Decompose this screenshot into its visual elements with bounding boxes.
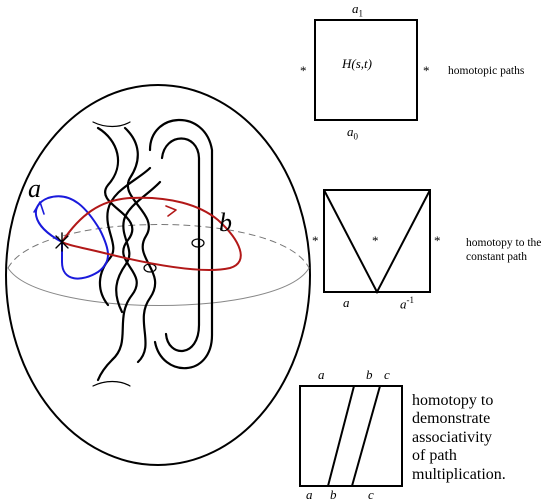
loop-b-arrow <box>165 205 177 217</box>
top-edge-label: a1 <box>352 1 363 19</box>
braid-strand-3 <box>98 166 152 307</box>
left-edge-star: * <box>300 63 307 78</box>
loop-b-label: b <box>219 208 232 237</box>
loop-a-arrow <box>33 201 45 215</box>
bottom-label-a: a <box>306 487 313 502</box>
path-a-inverse-label: a-1 <box>400 295 414 312</box>
loop-b <box>61 196 242 271</box>
tube-inner-ring <box>160 137 201 352</box>
sphere-figure <box>5 84 311 466</box>
top-label-b: b <box>366 367 373 382</box>
braid-strand-2 <box>123 126 157 364</box>
right-edge-star: * <box>434 233 441 248</box>
right-edge-star: * <box>423 63 430 78</box>
path-a-label: a <box>343 295 350 310</box>
cusp-bottom <box>92 380 131 387</box>
loop-a-label: a <box>28 174 41 203</box>
top-label-a: a <box>318 367 325 382</box>
caption-homotopic: homotopic paths <box>448 65 525 77</box>
center-star: * <box>372 233 379 248</box>
caption-associativity: homotopy to demonstrate associativity of… <box>412 392 506 483</box>
braid-strand-1 <box>96 126 138 382</box>
loop-a <box>34 195 109 280</box>
homotopy-function-label: H(s,t) <box>342 56 372 71</box>
sphere-outline <box>5 84 311 466</box>
caption-constant: homotopy to the constant path <box>466 237 542 264</box>
bottom-label-b: b <box>330 487 337 502</box>
braid-strand-4 <box>115 180 162 314</box>
tube-outer-ring <box>148 118 214 370</box>
cusp-top <box>92 121 131 128</box>
left-edge-star: * <box>312 233 319 248</box>
top-label-c: c <box>384 367 390 382</box>
bottom-label-c: c <box>368 487 374 502</box>
base-point-star <box>55 232 69 252</box>
equator-front <box>7 267 310 306</box>
panel-homotopic-square <box>314 19 418 121</box>
equator-back <box>7 224 310 269</box>
panel-constant-shape <box>323 189 431 295</box>
panel-assoc-shape <box>299 385 403 487</box>
tube-hole-1 <box>191 238 205 248</box>
bottom-edge-label: a0 <box>347 124 358 142</box>
